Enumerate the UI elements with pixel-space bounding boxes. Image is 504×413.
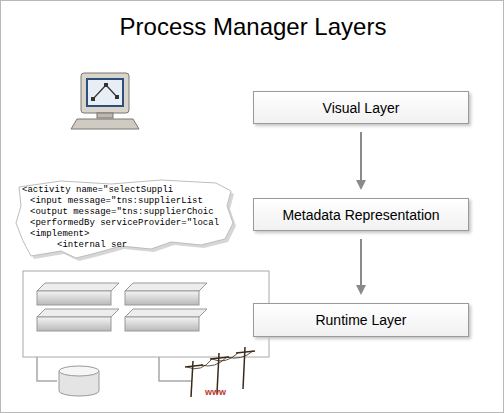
arrow-shaft — [360, 132, 362, 180]
wire — [159, 357, 191, 381]
screen — [86, 78, 124, 107]
arrow-head — [356, 180, 366, 190]
screen-graph — [93, 85, 117, 99]
power-line — [187, 353, 238, 369]
diagram-title: Process Manager Layers — [1, 13, 504, 41]
keyboard — [71, 119, 139, 129]
server-unit — [125, 317, 199, 331]
layer-label: Metadata Representation — [282, 207, 439, 223]
computer-icon — [71, 73, 139, 129]
code-line: <input message="tns:supplierList — [30, 196, 203, 206]
screen-window — [88, 80, 122, 105]
wire — [37, 357, 57, 381]
flow-arrow — [356, 239, 366, 295]
network-label: www — [205, 387, 226, 397]
code-line: <performedBy serviceProvider="local — [30, 218, 219, 228]
arrow-shaft — [360, 239, 362, 285]
layer-label: Runtime Layer — [315, 312, 406, 328]
code-line: <internal ser — [57, 240, 127, 250]
code-line: <output message="tns:supplierChoic — [30, 207, 214, 217]
power-line — [201, 351, 253, 366]
server-enclosure — [23, 271, 269, 357]
screen-dot — [91, 97, 95, 101]
code-line: <implement> — [30, 229, 89, 239]
utility-poles — [185, 347, 255, 397]
layer-box: Metadata Representation — [253, 198, 469, 231]
server-top — [37, 309, 119, 317]
layer-box: Visual Layer — [253, 91, 469, 124]
server-unit — [37, 291, 111, 305]
layer-label: Visual Layer — [323, 100, 400, 116]
monitor — [81, 73, 129, 113]
screen-dot — [104, 83, 108, 87]
flow-arrow — [356, 132, 366, 190]
torn-paper — [16, 180, 233, 258]
crossbar — [185, 365, 203, 367]
screen-dot — [115, 95, 119, 99]
server-top — [37, 283, 119, 291]
pole — [243, 347, 245, 389]
database-cylinder — [59, 366, 99, 396]
monitor-stand — [97, 113, 113, 118]
code-line: <activity name="selectSuppli — [22, 185, 173, 195]
arrow-head — [356, 285, 366, 295]
server-unit — [125, 291, 199, 305]
server-top — [125, 309, 207, 317]
server-unit — [37, 317, 111, 331]
layer-box: Runtime Layer — [253, 303, 469, 337]
server-units — [37, 283, 207, 331]
cylinder-top — [59, 366, 99, 376]
server-top — [125, 283, 207, 291]
